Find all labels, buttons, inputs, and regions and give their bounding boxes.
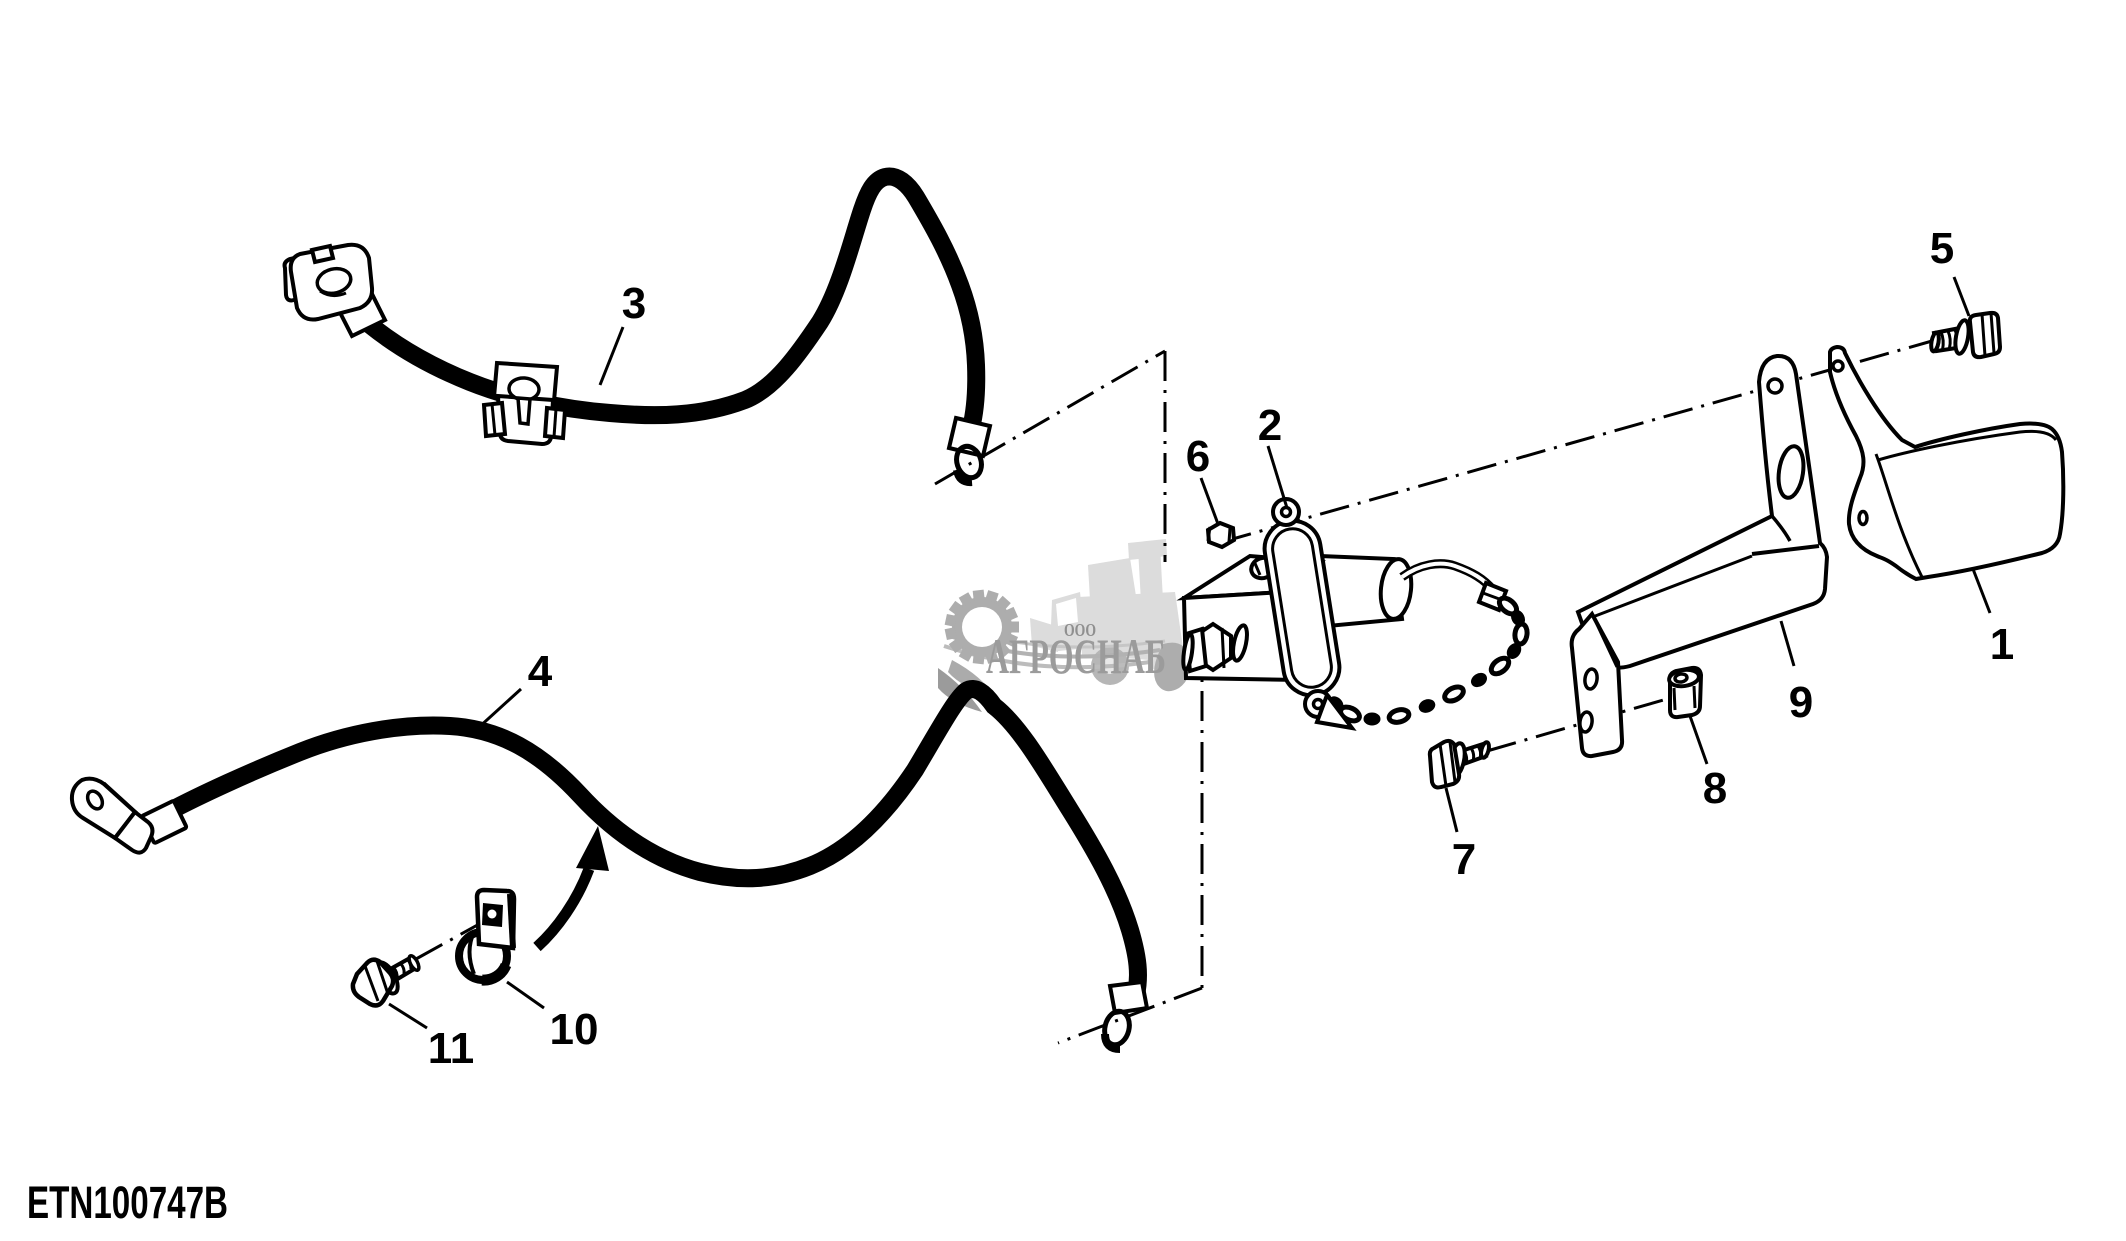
- svg-text:11: 11: [428, 1024, 475, 1073]
- svg-text:1: 1: [1990, 620, 2014, 669]
- svg-text:10: 10: [550, 1005, 599, 1054]
- svg-text:5: 5: [1930, 224, 1954, 273]
- svg-text:4: 4: [528, 647, 553, 696]
- svg-text:ETN100747B: ETN100747B: [27, 1177, 228, 1228]
- svg-text:2: 2: [1258, 401, 1282, 450]
- svg-text:ООО: ООО: [1064, 620, 1096, 640]
- svg-text:9: 9: [1789, 678, 1813, 727]
- svg-text:6: 6: [1186, 432, 1210, 481]
- svg-text:8: 8: [1703, 764, 1727, 813]
- svg-text:3: 3: [622, 279, 646, 328]
- svg-text:АГРОСНАБ: АГРОСНАБ: [986, 628, 1166, 684]
- svg-text:7: 7: [1452, 835, 1476, 884]
